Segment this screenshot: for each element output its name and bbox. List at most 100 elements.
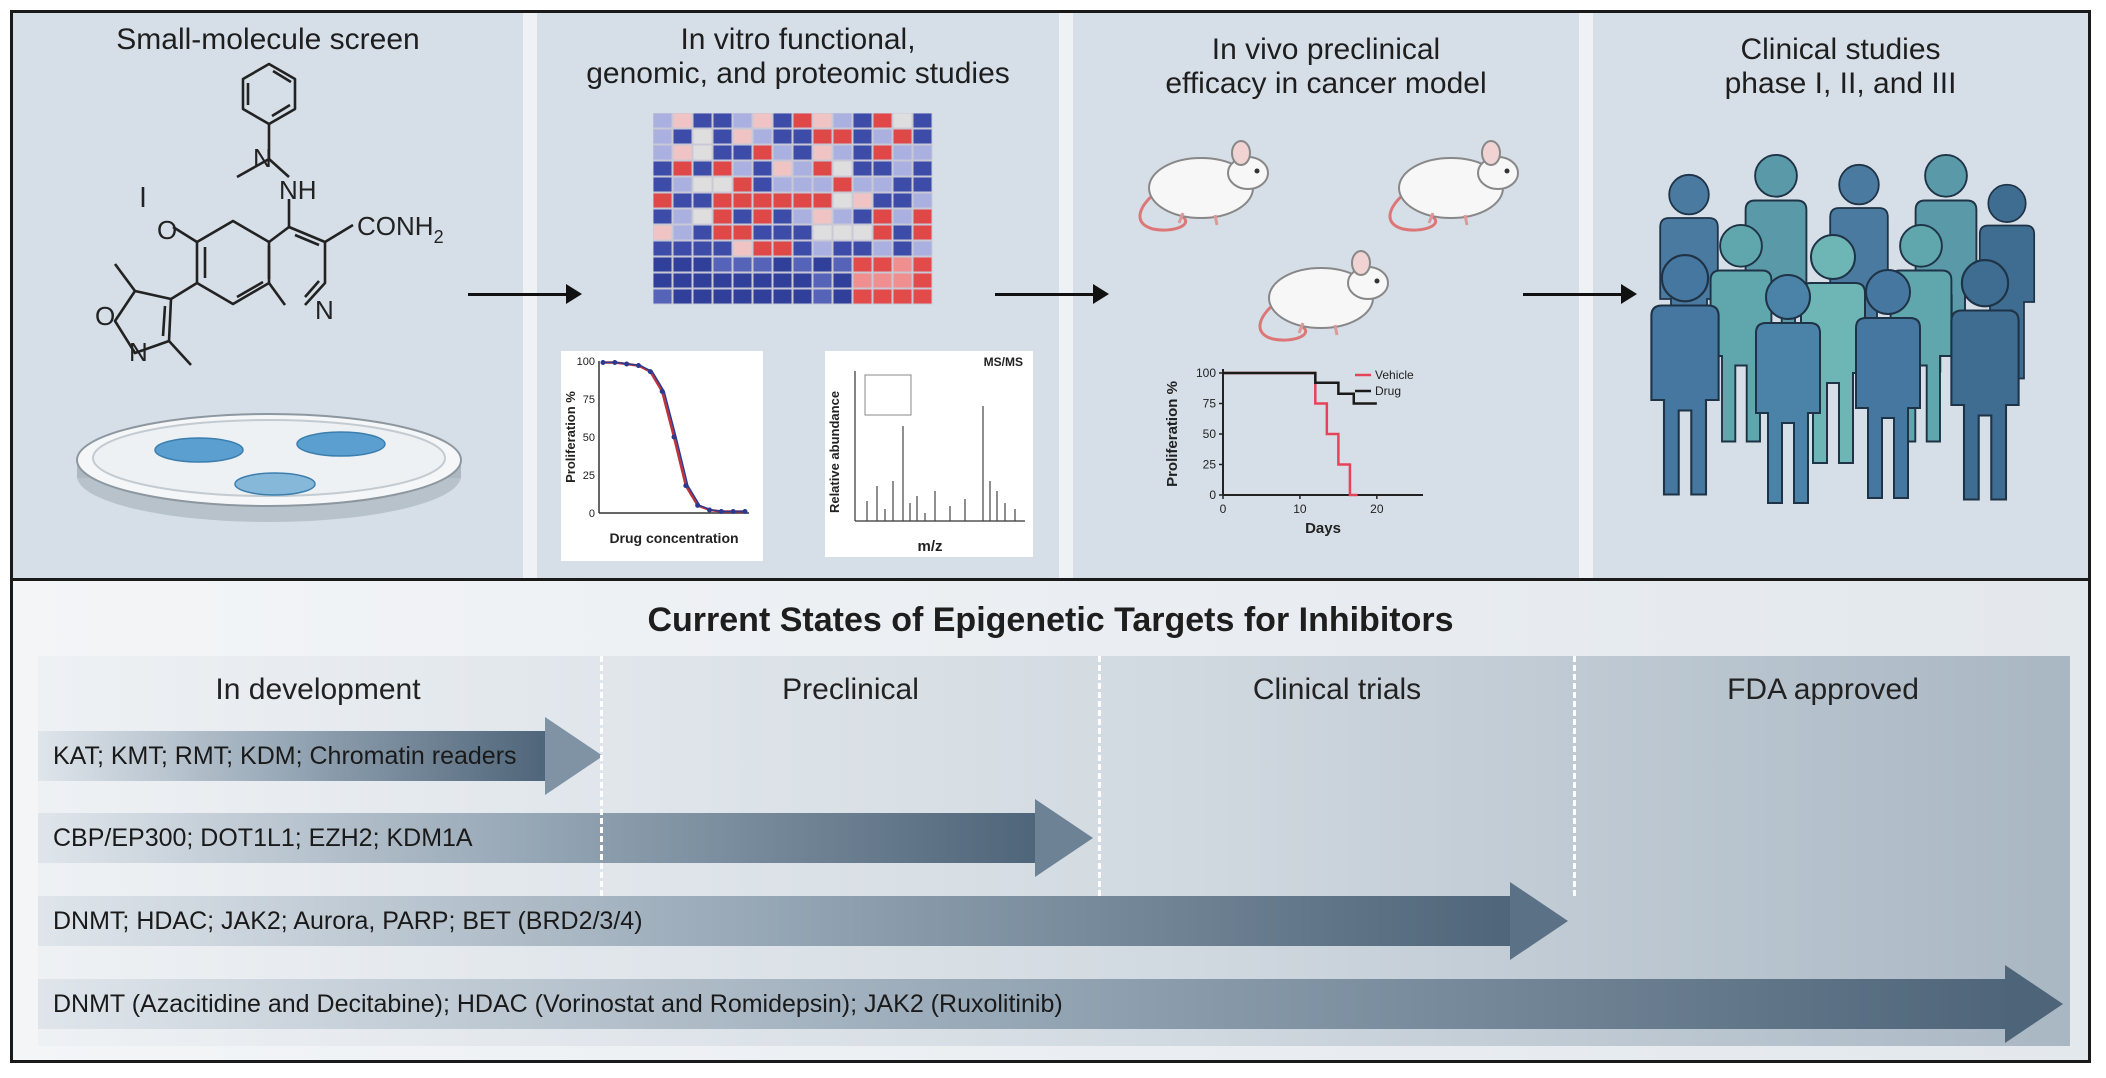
- heatmap-cell: [712, 224, 733, 241]
- heatmap-cell: [792, 272, 813, 289]
- heatmap-cell: [692, 192, 713, 209]
- heatmap-cell: [653, 160, 673, 177]
- heatmap-cell: [692, 240, 713, 257]
- heatmap-cell: [732, 160, 753, 177]
- heatmap-cell: [653, 176, 673, 193]
- heatmap-cell: [912, 288, 933, 305]
- y-tick-label: 100: [1196, 366, 1216, 380]
- heatmap-cell: [752, 224, 773, 241]
- heatmap-cell: [792, 256, 813, 273]
- heatmap-cell: [792, 288, 813, 305]
- heatmap-cell: [712, 288, 733, 305]
- stage-divider: [1098, 656, 1101, 896]
- heatmap-cell: [712, 128, 733, 145]
- heatmap-cell: [792, 144, 813, 161]
- mouse-icon: [1388, 140, 1519, 232]
- y-tick-label: 0: [1209, 488, 1216, 502]
- heatmap-cell: [752, 128, 773, 145]
- invitro-title-line-1: In vitro functional,: [680, 23, 916, 56]
- person-figure: [1755, 274, 1821, 504]
- heatmap-cell: [892, 224, 913, 241]
- y-tick-label: 75: [583, 394, 595, 406]
- heatmap-cell: [712, 208, 733, 225]
- invivo-title: In vivo preclinical efficacy in cancer m…: [1073, 33, 1579, 101]
- heatmap-cell: [792, 224, 813, 241]
- heatmap-cell: [892, 176, 913, 193]
- heatmap-cell: [752, 113, 773, 129]
- clinical-title-line-2: phase I, II, and III: [1724, 67, 1957, 100]
- heatmap-cell: [752, 288, 773, 305]
- heatmap-cell: [692, 224, 713, 241]
- bar-clinical-trials: [38, 896, 1510, 946]
- heatmap-cell: [872, 176, 893, 193]
- heatmap-cell: [772, 128, 793, 145]
- heatmap-cell: [892, 208, 913, 225]
- heatmap-cell: [672, 240, 693, 257]
- heatmap-cell: [892, 192, 913, 209]
- data-point: [730, 508, 736, 514]
- heatmap-cell: [872, 160, 893, 177]
- heatmap-cell: [892, 256, 913, 273]
- heatmap-cell: [732, 224, 753, 241]
- heatmap-cell: [792, 113, 813, 129]
- heatmap-cell: [672, 224, 693, 241]
- section-divider: [13, 578, 2088, 581]
- heatmap-cell: [812, 224, 833, 241]
- mouse-icon: [1258, 250, 1389, 342]
- bar-fda-approved: [38, 979, 2005, 1029]
- heatmap-cell: [692, 256, 713, 273]
- heatmap-cell: [852, 240, 873, 257]
- heatmap-cell: [712, 256, 733, 273]
- heatmap-cell: [892, 240, 913, 257]
- x-axis-label: Drug concentration: [609, 530, 738, 546]
- heatmap-cell: [872, 128, 893, 145]
- y-axis-label: Proliferation %: [563, 391, 578, 483]
- person-figure: [1950, 259, 2020, 501]
- nh-label: NH: [279, 175, 317, 205]
- drug-series-line: [1223, 371, 1377, 405]
- x-axis-label: Days: [1305, 520, 1341, 537]
- heatmap-cell: [792, 240, 813, 257]
- heatmap-cell: [752, 192, 773, 209]
- heatmap-cell: [712, 192, 733, 209]
- n-isoxazole-label: N: [129, 337, 148, 367]
- heatmap-cell: [852, 192, 873, 209]
- vehicle-series-line: [1223, 371, 1358, 497]
- bar-arrowhead: [1510, 882, 1568, 960]
- heatmap-cell: [812, 256, 833, 273]
- heatmap-cell: [872, 272, 893, 289]
- heatmap-cell: [792, 176, 813, 193]
- heatmap-cell: [732, 240, 753, 257]
- y-tick-label: 0: [589, 508, 595, 520]
- bar-arrowhead: [545, 717, 603, 795]
- data-point: [636, 363, 641, 369]
- heatmap-cell: [653, 288, 673, 305]
- workflow-arrow: [995, 284, 1109, 304]
- conh2-label: CONH2: [357, 211, 444, 247]
- heatmap-cell: [872, 240, 893, 257]
- stage-clinical-trials: Clinical trials: [1252, 673, 1422, 706]
- epigenetic-targets-panel: Current States of Epigenetic Targets for…: [13, 581, 2088, 1060]
- stage-fda-approved: FDA approved: [1727, 673, 1919, 706]
- y-tick-label: 75: [1203, 397, 1217, 411]
- heatmap-cell: [752, 176, 773, 193]
- heatmap-cell: [852, 160, 873, 177]
- bar-label-in-development: KAT; KMT; RMT; KDM; Chromatin readers: [53, 742, 517, 770]
- heatmap-cell: [732, 144, 753, 161]
- heatmap-cell: [852, 208, 873, 225]
- y-tick-label: 50: [583, 432, 595, 444]
- heatmap-cell: [852, 256, 873, 273]
- bar-preclinical: [38, 813, 1035, 863]
- heatmap-cell: [732, 113, 753, 129]
- heatmap-cell: [872, 144, 893, 161]
- data-point: [600, 360, 606, 366]
- workflow-arrow: [1523, 284, 1637, 304]
- heatmap-cell: [852, 272, 873, 289]
- petri-dish-icon: [76, 413, 462, 522]
- heatmap-cell: [812, 192, 833, 209]
- heatmap-cell: [912, 208, 933, 225]
- heatmap-cell: [672, 113, 693, 129]
- o-isoxazole-label: O: [95, 301, 115, 331]
